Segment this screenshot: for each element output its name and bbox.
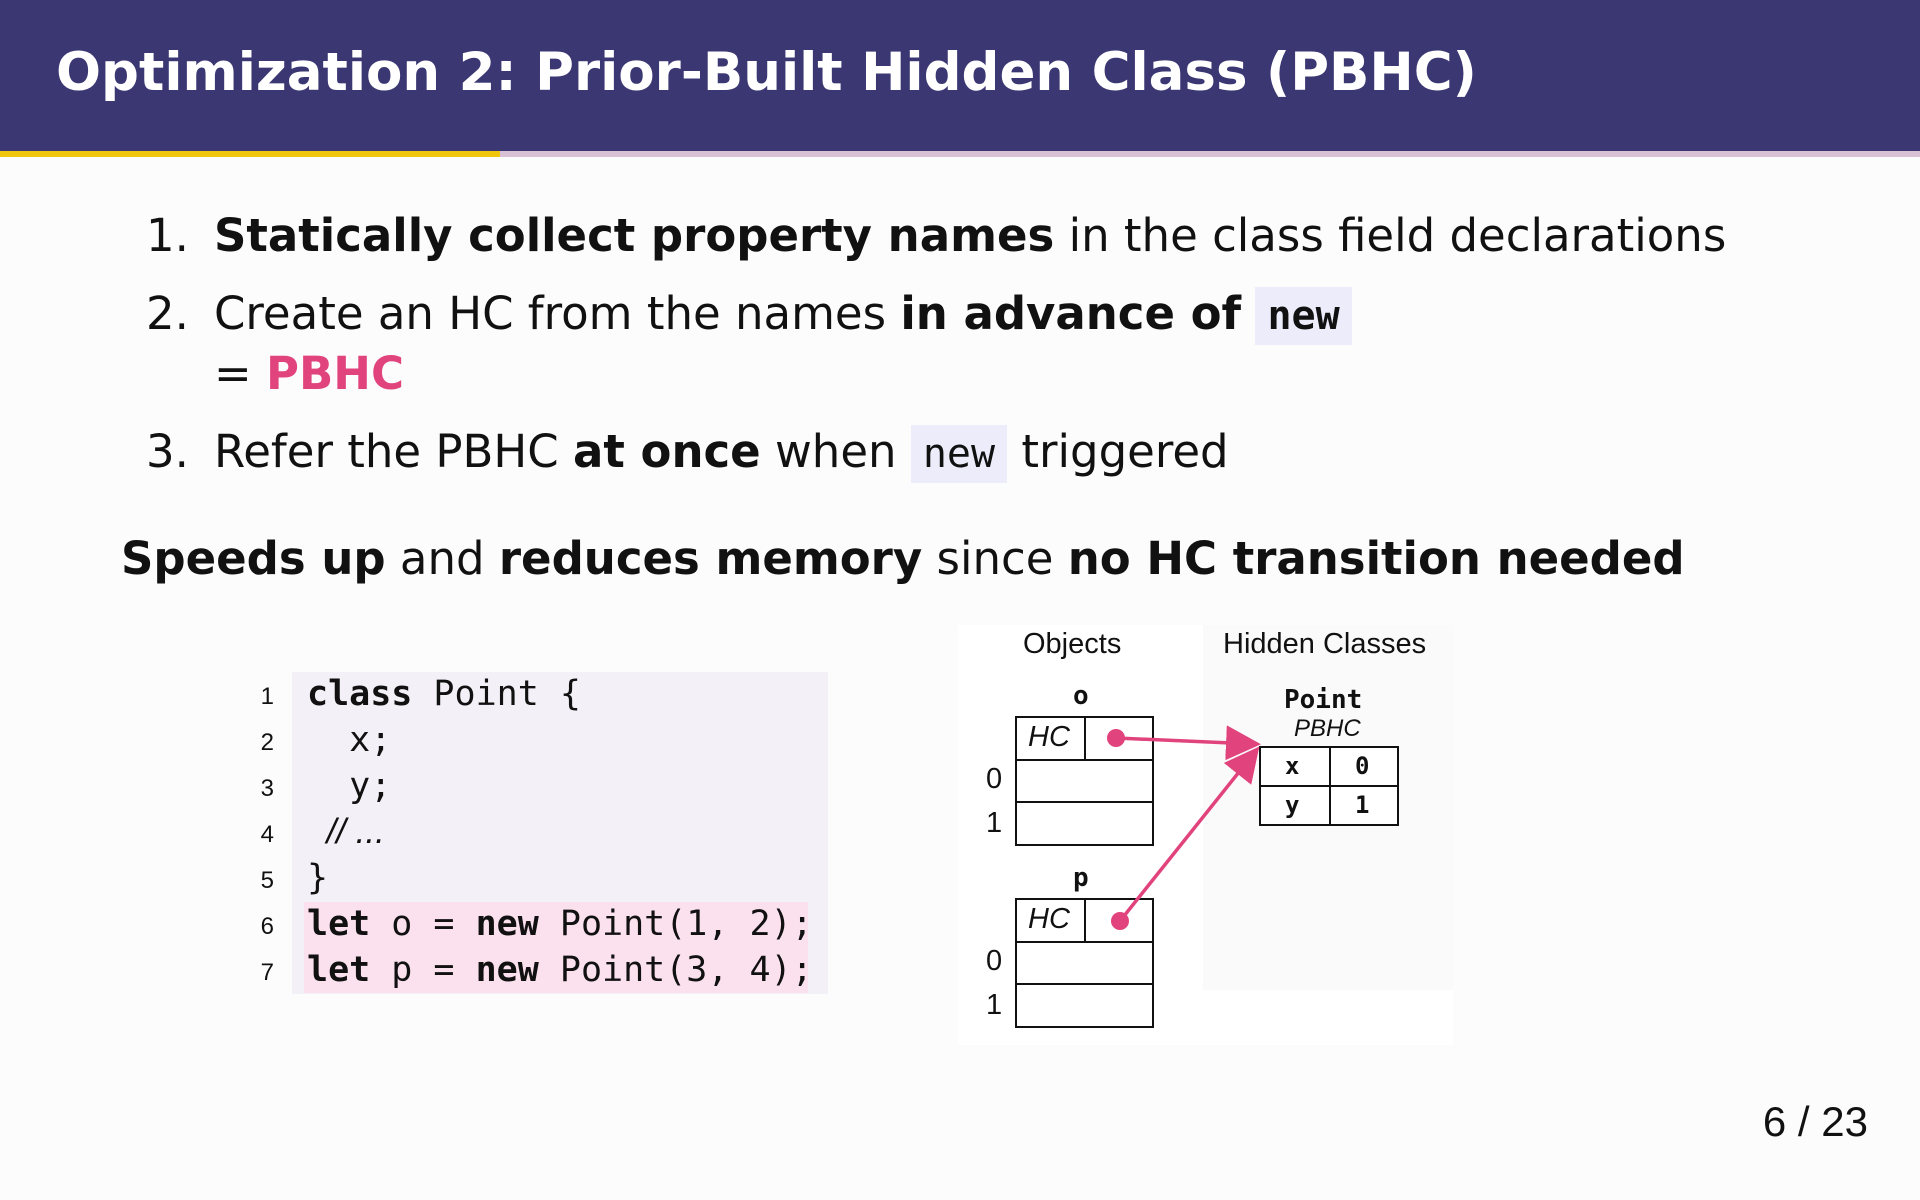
code-line-5: } (307, 858, 329, 898)
object-p-name: p (1073, 863, 1089, 893)
code-line-3: y; (307, 766, 392, 806)
arrow-o-to-pbhc (1115, 725, 1261, 761)
step-bold: Statically collect property names (214, 209, 1055, 262)
code-keyword: class (307, 674, 413, 714)
summary-line: Speeds up and reduces memory since no HC… (121, 532, 1685, 585)
prop-y-offset: 1 (1355, 791, 1370, 819)
step-bold: in advance of (900, 287, 1242, 340)
code-keyword: let (307, 950, 371, 990)
line-number: 4 (260, 821, 274, 848)
step-item-1: 1. Statically collect property names in … (146, 204, 1726, 268)
step-number: 3. (146, 425, 189, 478)
step-text: when (760, 425, 911, 478)
code-text: Point(3, 4); (538, 950, 813, 990)
hidden-class-name: Point (1284, 685, 1363, 715)
slot-index-1: 1 (986, 989, 1003, 1021)
code-line-2: x; (307, 720, 392, 760)
line-number: 2 (260, 729, 274, 756)
arrow-p-to-pbhc (1118, 746, 1260, 923)
diagram-canvas (958, 625, 1453, 1045)
page-number: 6 / 23 (1762, 1098, 1868, 1145)
code-keyword: let (307, 904, 371, 944)
code-text: p = (370, 950, 476, 990)
inline-code-new: new (1255, 287, 1352, 345)
prop-y-label: y (1285, 791, 1300, 819)
line-number: 6 (260, 913, 274, 940)
objects-label: Objects (1023, 628, 1122, 660)
accent-bar-lilac (500, 151, 1920, 157)
line-number: 7 (260, 959, 274, 986)
highlight-line-6 (304, 902, 808, 948)
highlight-line-7 (304, 947, 808, 993)
slot-index-0: 0 (986, 945, 1003, 977)
summary-bold: Speeds up (121, 532, 386, 585)
equals-sign: = (214, 347, 267, 400)
step-item-3: 3. Refer the PBHC at once when new trigg… (146, 420, 1726, 486)
slide-title: Optimization 2: Prior-Built Hidden Class… (56, 42, 1477, 103)
slot-index-0: 0 (986, 763, 1003, 795)
prop-x-offset: 0 (1355, 752, 1370, 780)
pbhc-table (1259, 746, 1399, 826)
step-text: Create an HC from the names (214, 287, 901, 340)
step-text: Refer the PBHC (214, 425, 573, 478)
line-number: 1 (260, 683, 274, 710)
code-line-6: let o = new Point(1, 2); (307, 901, 813, 947)
line-number: 5 (260, 867, 274, 894)
code-keyword: new (475, 950, 539, 990)
code-text: Point { (412, 674, 581, 714)
object-o-name: o (1073, 681, 1089, 711)
pbhc-term: PBHC (266, 347, 404, 400)
code-line-4: // ... (307, 812, 385, 851)
step-text: in the class field declarations (1054, 209, 1727, 262)
step-number: 1. (146, 209, 189, 262)
hidden-classes-label: Hidden Classes (1223, 628, 1427, 660)
step-text: triggered (1007, 425, 1229, 478)
hc-label-p: HC (1028, 903, 1070, 935)
summary-text: and (385, 532, 499, 585)
step-item-2: 2. Create an HC from the names in advanc… (146, 282, 1726, 406)
code-keyword: new (475, 904, 539, 944)
slide-header: Optimization 2: Prior-Built Hidden Class… (0, 0, 1920, 151)
summary-bold: no HC transition needed (1067, 532, 1685, 585)
summary-bold: reduces memory (498, 532, 923, 585)
pbhc-tag: PBHC (1294, 715, 1361, 742)
hidden-class-diagram: Objects Hidden Classes o HC 0 1 p HC 0 1… (958, 625, 1453, 1045)
inline-code-new: new (910, 425, 1008, 483)
code-text: Point(1, 2); (538, 904, 813, 944)
line-number: 3 (260, 775, 274, 802)
accent-bar-yellow (0, 151, 500, 157)
step-bold: at once (573, 425, 761, 478)
code-line-1: class Point { (307, 671, 581, 717)
step-number: 2. (146, 287, 189, 340)
code-line-7: let p = new Point(3, 4); (307, 947, 813, 993)
object-p-box (1015, 898, 1154, 1028)
summary-text: since (922, 532, 1068, 585)
slot-index-1: 1 (986, 807, 1003, 839)
steps-list: 1. Statically collect property names in … (146, 204, 1726, 486)
code-text: o = (370, 904, 476, 944)
prop-x-label: x (1285, 752, 1300, 780)
hc-label-o: HC (1028, 721, 1070, 753)
